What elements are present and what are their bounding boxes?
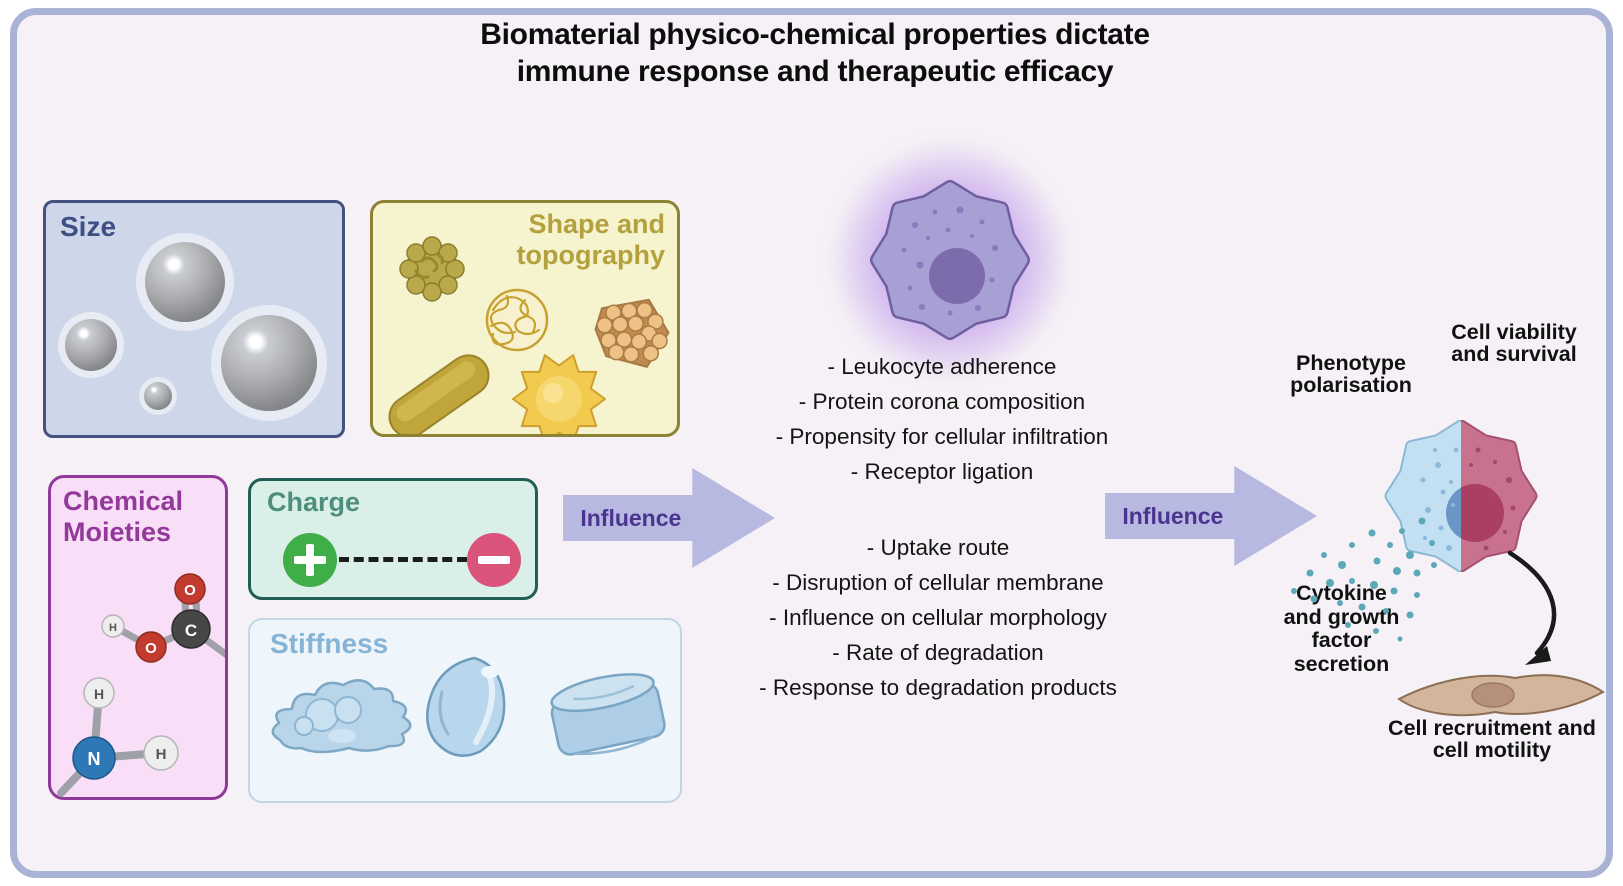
nanoparticle-sphere-large-icon [221, 315, 317, 411]
leukocyte-cell-icon [832, 142, 1068, 378]
chemical-moieties-label: Chemical Moieties [63, 486, 184, 547]
panel-chemical-moieties: Chemical Moieties O C O H [48, 475, 228, 800]
secretion-dots-icon [1291, 517, 1437, 642]
curved-arrow-icon [1507, 550, 1557, 665]
polarised-cell-icon [1384, 420, 1538, 572]
cell-recruitment-label: Cell recruitment and cell motility [1388, 716, 1596, 762]
panel-shape-topography: Shape and topography [370, 200, 680, 437]
lumpy-particle-icon [399, 236, 465, 302]
honeycomb-particle-icon [594, 298, 670, 369]
svg-text:O: O [145, 640, 157, 657]
list-item: - Propensity for cellular infiltration [775, 424, 1109, 449]
influence-label-left: Influence [580, 504, 682, 531]
panel-charge: Charge [248, 478, 538, 600]
minus-icon [478, 556, 510, 564]
shape-icons [388, 236, 670, 434]
immune-effects-list-1: - Leukocyte adherence - Protein corona c… [722, 349, 1162, 489]
fibroblast-cell-icon [1397, 674, 1605, 717]
svg-text:H: H [94, 686, 104, 702]
charge-dashed-line [339, 557, 467, 562]
shape-topography-label: Shape and topography [516, 209, 666, 270]
influence-arrow-left: Influence [563, 468, 775, 568]
amine-group-icon: H N H [57, 677, 179, 797]
stiff-gel-icon [550, 673, 666, 756]
svg-text:O: O [184, 582, 196, 599]
nanoparticle-sphere-small-icon [65, 319, 117, 371]
title-line-2: immune response and therapeutic efficacy [516, 55, 1114, 88]
list-item: - Uptake route [866, 535, 1010, 560]
list-item: - Response to degradation products [759, 675, 1117, 700]
cytokine-secretion-label: Cytokine and growth factor secretion [1283, 581, 1400, 676]
nanowire-sphere-icon [485, 288, 549, 352]
soft-gel-icon [271, 679, 412, 754]
influence-label-right: Influence [1122, 502, 1224, 529]
panel-stiffness: Stiffness [248, 618, 682, 803]
rod-particle-icon [388, 354, 490, 434]
immune-effects-list-2: - Uptake route - Disruption of cellular … [718, 530, 1158, 705]
influence-arrow-right: Influence [1105, 466, 1317, 566]
spiky-particle-icon [512, 354, 606, 434]
list-item: - Disruption of cellular membrane [772, 570, 1104, 595]
nanoparticle-sphere-medium-icon [145, 242, 225, 322]
title-line-1: Biomaterial physico-chemical properties … [480, 18, 1150, 51]
stiffness-icons [271, 656, 666, 757]
medium-gel-icon [426, 656, 506, 757]
charge-label: Charge [267, 487, 361, 517]
negative-charge-icon [467, 533, 521, 587]
cell-viability-label: Cell viability and survival [1451, 320, 1577, 366]
carboxyl-group-icon: O C O H [101, 573, 225, 663]
list-item: - Receptor ligation [850, 459, 1034, 484]
list-item: - Influence on cellular morphology [769, 605, 1107, 630]
list-item: - Protein corona composition [798, 389, 1086, 414]
stiffness-label: Stiffness [270, 628, 389, 659]
svg-text:N: N [88, 749, 101, 769]
phenotype-polarisation-label: Phenotype polarisation [1290, 351, 1412, 397]
svg-text:H: H [156, 746, 167, 763]
positive-charge-icon [283, 533, 337, 587]
figure-title: Biomaterial physico-chemical properties … [300, 16, 1330, 90]
list-item: - Rate of degradation [832, 640, 1044, 665]
list-item: - Leukocyte adherence [827, 354, 1057, 379]
size-label: Size [60, 211, 117, 242]
panel-size: Size [43, 200, 345, 438]
chemical-groups: O C O H H N H [57, 573, 225, 797]
svg-text:H: H [109, 622, 117, 634]
nanoparticle-sphere-tiny-icon [144, 382, 172, 410]
svg-text:C: C [185, 621, 197, 640]
